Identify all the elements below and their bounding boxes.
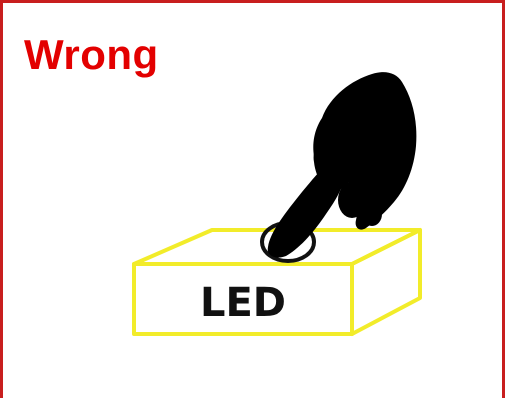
led-label: LED: [200, 280, 286, 326]
led-box-side-face: [352, 230, 420, 334]
